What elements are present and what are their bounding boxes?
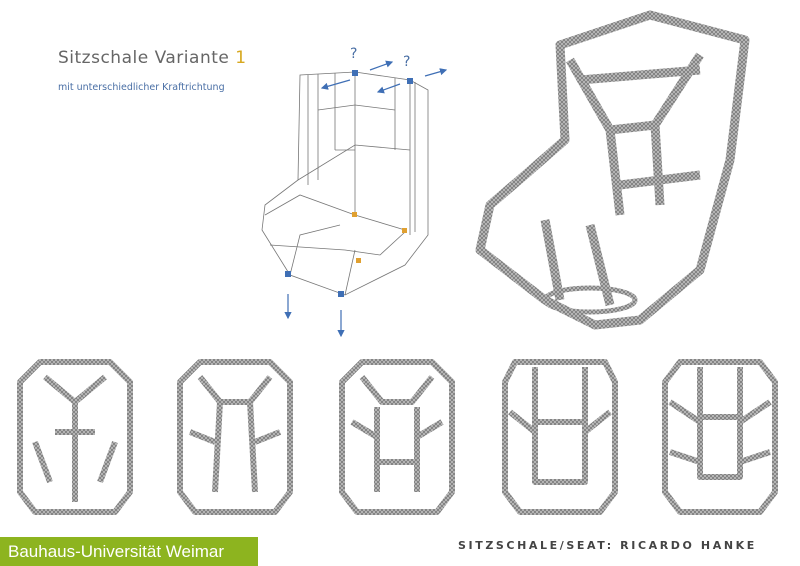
variants-row <box>17 359 778 515</box>
seat-variant-4 <box>502 359 618 515</box>
seat-variant-1 <box>17 359 133 515</box>
wireframe-seat <box>261 71 429 296</box>
question-mark: ? <box>403 54 410 70</box>
seat-variant-3 <box>339 359 455 515</box>
force-markers: ? ? <box>284 46 448 338</box>
page-title: Sitzschale Variante 1 <box>58 48 247 68</box>
seat-variant-5 <box>662 359 778 515</box>
seat-variant-2 <box>177 359 293 515</box>
optimized-seat-3d <box>475 10 750 330</box>
author-credit: SITZSCHALE/SEAT: RICARDO HANKE <box>458 539 757 552</box>
page-subtitle: mit unterschiedlicher Kraftrichtung <box>58 82 225 93</box>
question-mark: ? <box>350 46 357 62</box>
university-logo: Bauhaus-Universität Weimar <box>0 537 258 566</box>
